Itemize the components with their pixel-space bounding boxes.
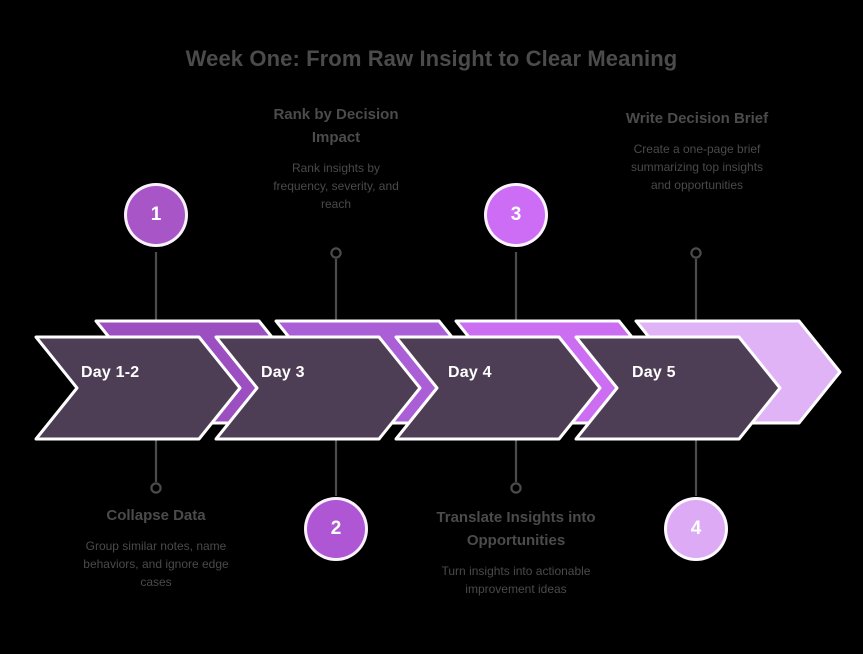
stage-heading-1: Collapse Data xyxy=(106,507,206,524)
chevron-label-day-5: Day 5 xyxy=(632,364,676,381)
chevron-front-day-5[interactable] xyxy=(574,335,782,441)
stage-text-rank-impact: Rank by Decision Impact Rank insights by… xyxy=(264,104,408,213)
stage-description-4: Create a one-page brief summarizing top … xyxy=(630,141,764,192)
chevron-front-day-1-2[interactable] xyxy=(34,335,242,441)
chevron-label-day-1-2: Day 1-2 xyxy=(81,364,140,381)
connector-dot-translate-insights xyxy=(510,482,522,494)
chevron-front-layer xyxy=(34,335,782,441)
page-title: Week One: From Raw Insight to Clear Mean… xyxy=(185,46,678,71)
stage-text-write-brief: Write Decision Brief Create a one-page b… xyxy=(620,108,774,194)
stage-marker-4-number: 4 xyxy=(690,518,702,539)
stage-marker-3-number: 3 xyxy=(510,204,522,225)
connector-lines xyxy=(150,247,702,496)
chevron-front-day-3[interactable] xyxy=(214,335,422,441)
stage-marker-2-number: 2 xyxy=(330,518,342,539)
connector-dot-collapse-data xyxy=(150,482,162,494)
stage-text-collapse-data: Collapse Data Group similar notes, name … xyxy=(66,505,246,591)
stage-description-2: Rank insights by frequency, severity, an… xyxy=(273,160,399,211)
stage-marker-1-number: 1 xyxy=(150,204,162,225)
stage-description-3: Turn insights into actionable improvemen… xyxy=(441,563,591,596)
stage-marker-3[interactable]: 3 xyxy=(484,183,548,247)
stage-marker-1[interactable]: 1 xyxy=(124,183,188,247)
connector-dot-write-brief xyxy=(690,247,702,259)
connector-dot-rank-impact xyxy=(330,247,342,259)
chevron-label-day-4: Day 4 xyxy=(448,364,492,381)
stage-text-translate-insights: Translate Insights into Opportunities Tu… xyxy=(434,507,598,598)
stage-marker-2[interactable]: 2 xyxy=(304,497,368,561)
stage-heading-2: Rank by Decision Impact xyxy=(273,106,399,146)
stage-marker-4[interactable]: 4 xyxy=(664,497,728,561)
chevron-front-day-4[interactable] xyxy=(394,335,602,441)
chevron-label-day-3: Day 3 xyxy=(261,364,305,381)
stage-description-1: Group similar notes, name behaviors, and… xyxy=(83,538,229,589)
stage-heading-3: Translate Insights into Opportunities xyxy=(436,509,596,549)
stage-heading-4: Write Decision Brief xyxy=(625,110,769,127)
